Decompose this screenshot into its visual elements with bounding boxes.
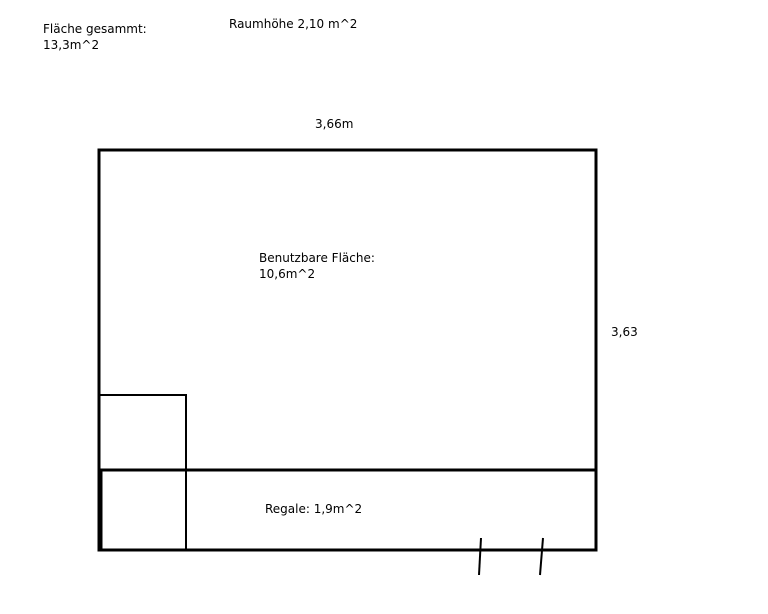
usable-area-label: Benutzbare Fläche: 10,6m^2	[259, 250, 375, 282]
width-dimension-label: 3,66m	[315, 117, 354, 131]
depth-dimension-label: 3,63	[611, 325, 638, 339]
usable-area-title: Benutzbare Fläche:	[259, 251, 375, 265]
door-mark-right	[539, 537, 544, 576]
usable-area-value: 10,6m^2	[259, 267, 316, 281]
door-mark-left	[478, 537, 482, 576]
total-area-title: Fläche gesammt:	[43, 22, 147, 36]
room-outline	[97, 148, 598, 552]
shelves-area-label: Regale: 1,9m^2	[265, 502, 363, 516]
total-area-label: Fläche gesammt: 13,3m^2	[43, 21, 147, 53]
room-height-label: Raumhöhe 2,10 m^2	[229, 17, 358, 31]
total-area-value: 13,3m^2	[43, 38, 100, 52]
corner-box-upper	[98, 394, 187, 471]
